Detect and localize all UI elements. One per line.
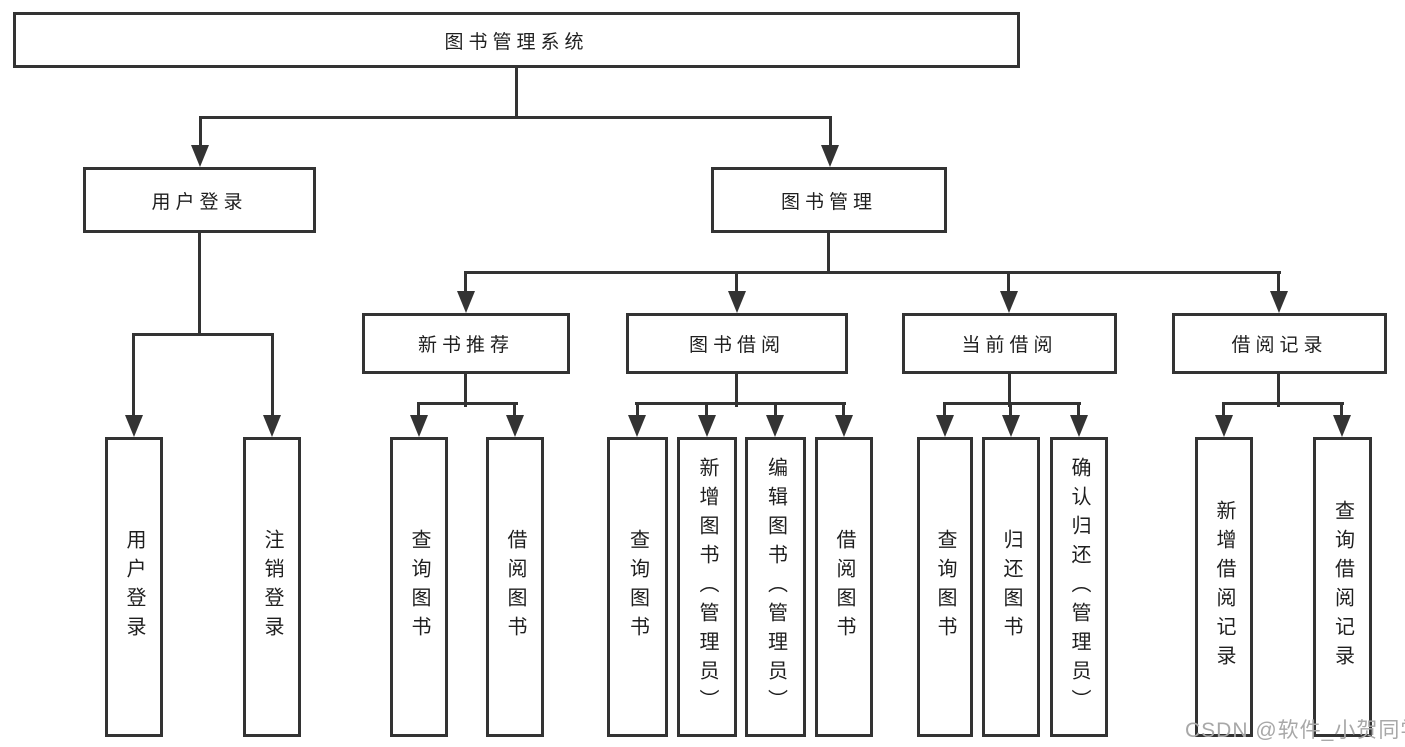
node-leaf-query-book-a-label: 查询图书 bbox=[408, 529, 430, 645]
connector-line bbox=[1222, 402, 1225, 417]
connector-line bbox=[417, 402, 420, 417]
node-leaf-query-book-c-label: 查询图书 bbox=[934, 529, 956, 645]
arrow-down-icon bbox=[1270, 291, 1288, 313]
arrow-down-icon bbox=[835, 415, 853, 437]
connector-line bbox=[774, 402, 777, 417]
node-leaf-edit-book: 编辑图书（管理员） bbox=[745, 437, 806, 737]
connector-line bbox=[199, 116, 832, 119]
node-new-book-recommend-label: 新书推荐 bbox=[417, 335, 514, 356]
node-book-borrow: 图书借阅 bbox=[626, 313, 848, 374]
connector-line bbox=[735, 271, 738, 293]
arrow-down-icon bbox=[628, 415, 646, 437]
arrow-down-icon bbox=[410, 415, 428, 437]
node-leaf-return-book: 归还图书 bbox=[982, 437, 1040, 737]
connector-line bbox=[635, 402, 846, 405]
node-leaf-return-book-label: 归还图书 bbox=[1000, 529, 1022, 645]
connector-line bbox=[636, 402, 639, 417]
arrow-down-icon bbox=[506, 415, 524, 437]
node-leaf-query-record: 查询借阅记录 bbox=[1313, 437, 1372, 737]
node-leaf-edit-book-label: 编辑图书（管理员） bbox=[764, 456, 787, 718]
node-leaf-query-book-b-label: 查询图书 bbox=[626, 529, 649, 645]
arrow-down-icon bbox=[728, 291, 746, 313]
connector-line bbox=[842, 402, 845, 417]
node-borrow-records-label: 借阅记录 bbox=[1231, 335, 1328, 356]
node-leaf-borrow-book-b: 借阅图书 bbox=[815, 437, 873, 737]
connector-line bbox=[1277, 271, 1280, 293]
connector-line bbox=[464, 374, 467, 407]
node-book-management: 图书管理 bbox=[711, 167, 947, 233]
node-leaf-add-book-label: 新增图书（管理员） bbox=[696, 456, 718, 718]
arrow-down-icon bbox=[457, 291, 475, 313]
connector-line bbox=[829, 116, 832, 147]
node-leaf-user-login: 用户登录 bbox=[105, 437, 163, 737]
node-leaf-query-book-c: 查询图书 bbox=[917, 437, 973, 737]
connector-line bbox=[943, 402, 946, 417]
arrow-down-icon bbox=[1215, 415, 1233, 437]
arrow-down-icon bbox=[125, 415, 143, 437]
node-leaf-logout-label: 注销登录 bbox=[261, 529, 283, 645]
node-leaf-add-book: 新增图书（管理员） bbox=[677, 437, 737, 737]
connector-line bbox=[417, 402, 518, 405]
arrow-down-icon bbox=[263, 415, 281, 437]
node-leaf-add-record-label: 新增借阅记录 bbox=[1213, 500, 1235, 674]
connector-line bbox=[515, 68, 518, 119]
connector-line bbox=[1222, 402, 1344, 405]
connector-line bbox=[1007, 271, 1010, 293]
connector-line bbox=[827, 233, 830, 274]
arrow-down-icon bbox=[936, 415, 954, 437]
node-leaf-borrow-book-b-label: 借阅图书 bbox=[833, 529, 855, 645]
node-book-management-label: 图书管理 bbox=[780, 191, 877, 213]
connector-line bbox=[271, 333, 274, 417]
node-leaf-borrow-book-a-label: 借阅图书 bbox=[504, 529, 526, 645]
arrow-down-icon bbox=[1002, 415, 1020, 437]
connector-line bbox=[943, 402, 1081, 405]
node-leaf-add-record: 新增借阅记录 bbox=[1195, 437, 1253, 737]
arrow-down-icon bbox=[1070, 415, 1088, 437]
node-user-login-label: 用户登录 bbox=[151, 191, 248, 213]
node-root-label: 图书管理系统 bbox=[444, 31, 589, 53]
connector-line bbox=[132, 333, 274, 336]
arrow-down-icon bbox=[821, 145, 839, 167]
node-current-borrow: 当前借阅 bbox=[902, 313, 1117, 374]
connector-line bbox=[1077, 402, 1080, 417]
node-new-book-recommend: 新书推荐 bbox=[362, 313, 570, 374]
node-leaf-logout: 注销登录 bbox=[243, 437, 301, 737]
node-leaf-confirm-return-label: 确认归还（管理员） bbox=[1068, 456, 1090, 718]
connector-line bbox=[1008, 374, 1011, 407]
arrow-down-icon bbox=[1000, 291, 1018, 313]
connector-line bbox=[1009, 402, 1012, 417]
connector-line bbox=[199, 116, 202, 147]
arrow-down-icon bbox=[766, 415, 784, 437]
watermark-text: CSDN @软件_小贺同学 bbox=[1185, 719, 1405, 742]
node-leaf-query-book-b: 查询图书 bbox=[607, 437, 668, 737]
node-borrow-records: 借阅记录 bbox=[1172, 313, 1387, 374]
node-leaf-query-record-label: 查询借阅记录 bbox=[1331, 500, 1354, 674]
connector-line bbox=[735, 374, 738, 407]
arrow-down-icon bbox=[1333, 415, 1351, 437]
node-leaf-query-book-a: 查询图书 bbox=[390, 437, 448, 737]
node-leaf-borrow-book-a: 借阅图书 bbox=[486, 437, 544, 737]
connector-line bbox=[1340, 402, 1343, 417]
node-leaf-user-login-label: 用户登录 bbox=[123, 529, 145, 645]
connector-line bbox=[132, 333, 135, 417]
node-user-login: 用户登录 bbox=[83, 167, 316, 233]
node-leaf-confirm-return: 确认归还（管理员） bbox=[1050, 437, 1108, 737]
node-current-borrow-label: 当前借阅 bbox=[961, 335, 1058, 356]
connector-line bbox=[464, 271, 1281, 274]
node-root: 图书管理系统 bbox=[13, 12, 1020, 68]
connector-line bbox=[513, 402, 516, 417]
connector-line bbox=[705, 402, 708, 417]
connector-line bbox=[1277, 374, 1280, 407]
arrow-down-icon bbox=[191, 145, 209, 167]
arrow-down-icon bbox=[698, 415, 716, 437]
connector-line bbox=[464, 271, 467, 293]
node-book-borrow-label: 图书借阅 bbox=[688, 335, 785, 356]
connector-line bbox=[198, 233, 201, 335]
